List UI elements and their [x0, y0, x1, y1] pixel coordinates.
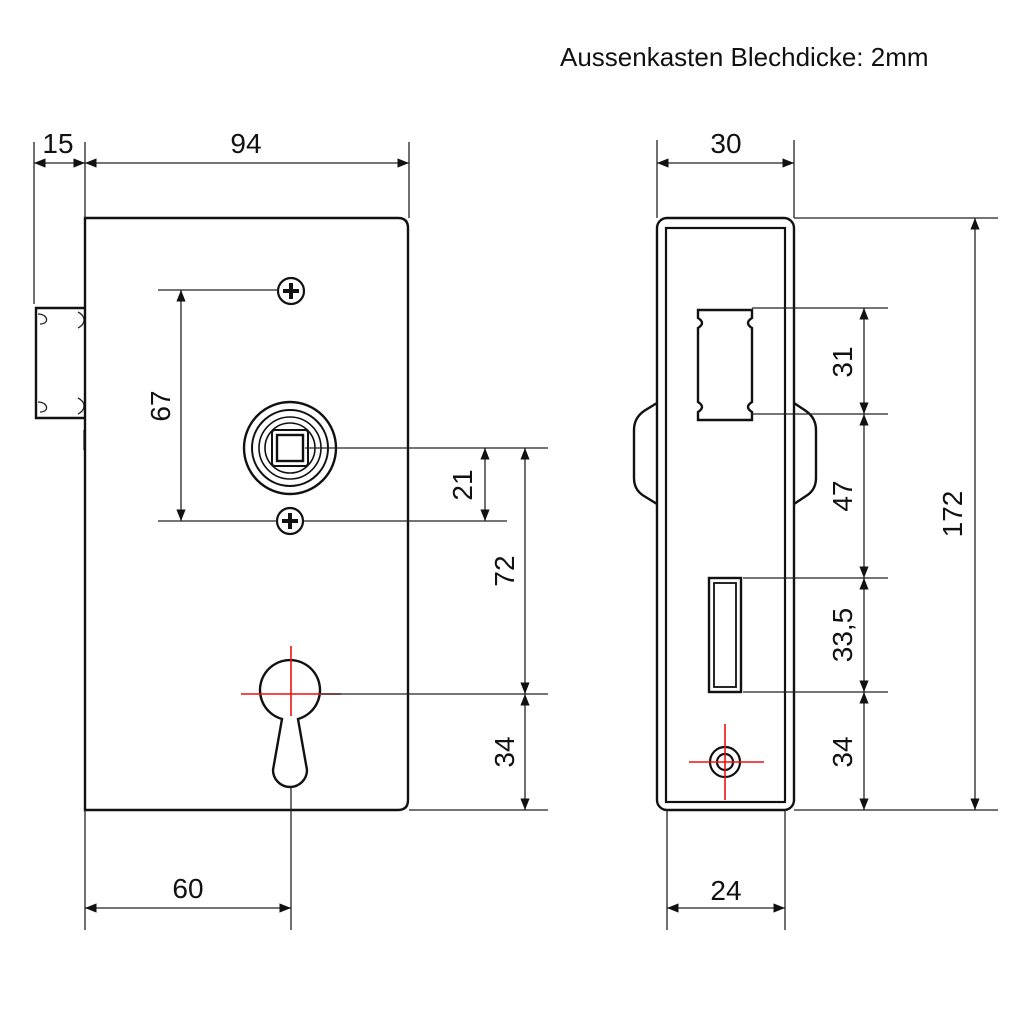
- dim-latch-height: 31: [827, 346, 858, 377]
- dim-screw-spacing: 67: [145, 390, 176, 421]
- bottom-screw-icon: [275, 506, 305, 536]
- dim-case-depth: 30: [710, 128, 741, 159]
- side-view: 30 172 31 47 33,5 34 24: [632, 128, 998, 930]
- dim-cylinder-to-bottom: 34: [489, 736, 520, 767]
- dim-spindle-to-cylinder: 72: [489, 555, 520, 586]
- sheet-thickness-note: Aussenkasten Blechdicke: 2mm: [560, 42, 929, 72]
- cylinder-keyhole: [258, 658, 322, 789]
- front-view: 15 94 67 21 72 34 60: [33, 128, 548, 930]
- dim-bolt-height: 33,5: [827, 608, 858, 663]
- dim-case-width: 94: [230, 128, 261, 159]
- side-tab-right: [793, 402, 818, 505]
- forend-stub: [34, 306, 84, 420]
- latch-icon: [696, 308, 754, 422]
- dim-bolt-to-bottom: 34: [827, 736, 858, 767]
- dim-spindle-to-screw: 21: [447, 469, 478, 500]
- dim-latch-to-bolt: 47: [827, 480, 858, 511]
- dim-case-height: 172: [937, 491, 968, 538]
- lock-case-side: [655, 216, 796, 812]
- dim-faceplate-width: 24: [710, 875, 741, 906]
- dim-cylinder-backset: 60: [172, 873, 203, 904]
- side-tab-left: [632, 401, 658, 506]
- top-screw-icon: [276, 276, 306, 306]
- lock-case-front: [83, 216, 410, 812]
- dim-forend-projection: 15: [42, 128, 73, 159]
